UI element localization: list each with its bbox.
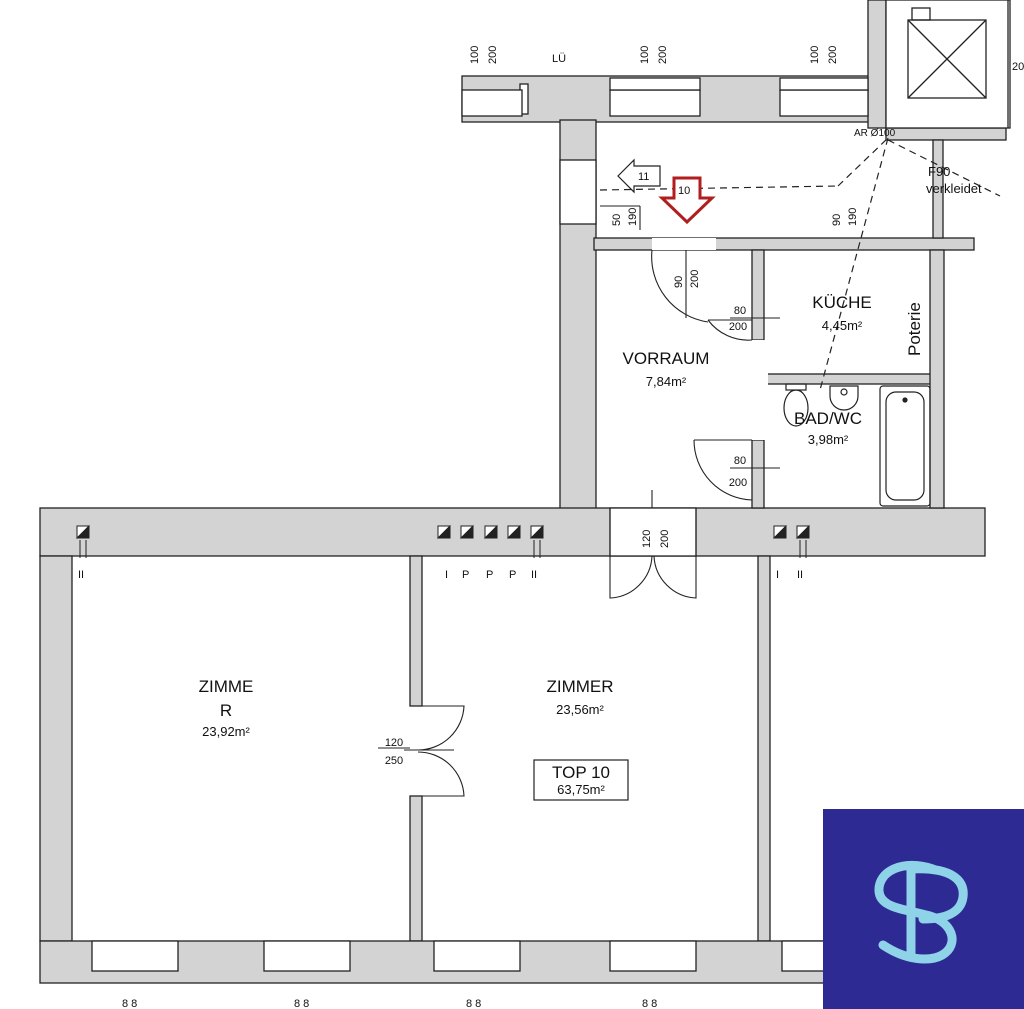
annotation-ar: AR Ø100	[854, 128, 896, 139]
room-zimmer-mid-name: ZIMMER	[546, 677, 613, 696]
dim-corr-2b: 190	[847, 208, 859, 226]
sink	[829, 385, 859, 411]
vent-label-right-1: I	[776, 569, 779, 581]
annotation-poterie: Poterie	[905, 302, 924, 356]
vent-label-mid-2: P	[462, 569, 469, 581]
shaft	[885, 0, 1011, 129]
dim-bottom-4: 8 8	[642, 998, 657, 1009]
stair-label-11: 11	[638, 171, 649, 183]
room-bad-name: BAD/WC	[794, 409, 862, 428]
stair-arrow-10	[658, 176, 716, 225]
dim-win-top-3a: 100	[809, 46, 821, 64]
dim-win-top-2b: 200	[657, 46, 669, 64]
vent-label-mid-5: II	[531, 569, 537, 581]
dim-bottom-3: 8 8	[466, 998, 481, 1009]
dimension-labels: 100 200 100 200 100 200 50 190 90 190 90…	[122, 46, 1024, 1009]
dim-bottom-2: 8 8	[294, 998, 309, 1009]
dim-corr-2a: 90	[831, 214, 843, 226]
unit-area: 63,75m²	[557, 782, 605, 797]
room-zimmer-left-area: 23,92m²	[202, 724, 250, 739]
dim-corr-1b: 190	[627, 208, 639, 226]
dim-corr-1a: 50	[611, 214, 623, 226]
dim-bad-door-a: 80	[734, 455, 746, 467]
stair-arrow-11	[617, 158, 661, 194]
room-zimmer-left-name-2: R	[220, 701, 232, 720]
room-zimmer-left-name-1: ZIMME	[199, 677, 254, 696]
annotations: AR Ø100 F90 verkleidet Poterie LÜ 11 10	[552, 53, 982, 356]
dim-win-top-1b: 200	[487, 46, 499, 64]
room-labels: ZIMME R 23,92m² ZIMMER 23,56m² VORRAUM 7…	[199, 293, 872, 797]
vent-symbols	[75, 524, 810, 558]
annotation-verkleidet: verkleidet	[926, 181, 982, 196]
dim-bottom-1: 8 8	[122, 998, 137, 1009]
logo-mark-icon	[874, 860, 968, 964]
vent-label-right-2: II	[797, 569, 803, 581]
room-vorraum-name: VORRAUM	[623, 349, 710, 368]
unit-name: TOP 10	[552, 763, 610, 782]
vent-label-left: II	[78, 569, 84, 581]
dim-win-top-3b: 200	[827, 46, 839, 64]
stair-label-10: 10	[678, 185, 690, 197]
dim-entry-a: 90	[673, 276, 685, 288]
vent-label-mid-4: P	[509, 569, 516, 581]
toilet	[783, 383, 809, 427]
vent-label-mid-1: I	[445, 569, 448, 581]
unit-label-box	[533, 759, 629, 801]
dim-entry-b: 200	[689, 270, 701, 288]
room-bad-area: 3,98m²	[808, 432, 849, 447]
dim-kue-door-a: 80	[734, 305, 746, 317]
dim-right-edge: 20	[1012, 61, 1024, 73]
bathtub	[879, 385, 931, 507]
vent-label-mid-3: P	[486, 569, 493, 581]
dim-win-top-1a: 100	[469, 46, 481, 64]
dimension-ticks	[378, 205, 780, 749]
dim-vorraum-door-b: 200	[659, 530, 671, 548]
room-kueche-name: KÜCHE	[812, 293, 872, 312]
annotation-lo: LÜ	[552, 53, 566, 65]
dim-kue-door-b: 200	[729, 321, 747, 333]
logo	[823, 809, 1024, 1009]
dim-zimmer-door-a: 120	[385, 737, 403, 749]
vent-labels: II I P P P II I II	[78, 569, 803, 581]
dim-bad-door-b: 200	[729, 477, 747, 489]
corridor-lines	[599, 137, 1001, 391]
dim-zimmer-door-b: 250	[385, 755, 403, 767]
door-swings	[404, 249, 753, 797]
room-zimmer-mid-area: 23,56m²	[556, 702, 604, 717]
annotation-f90: F90	[928, 164, 950, 179]
openings	[91, 77, 869, 972]
room-vorraum-area: 7,84m²	[646, 374, 687, 389]
dim-vorraum-door-a: 120	[641, 530, 653, 548]
dim-win-top-2a: 100	[639, 46, 651, 64]
room-kueche-area: 4,45m²	[822, 318, 863, 333]
